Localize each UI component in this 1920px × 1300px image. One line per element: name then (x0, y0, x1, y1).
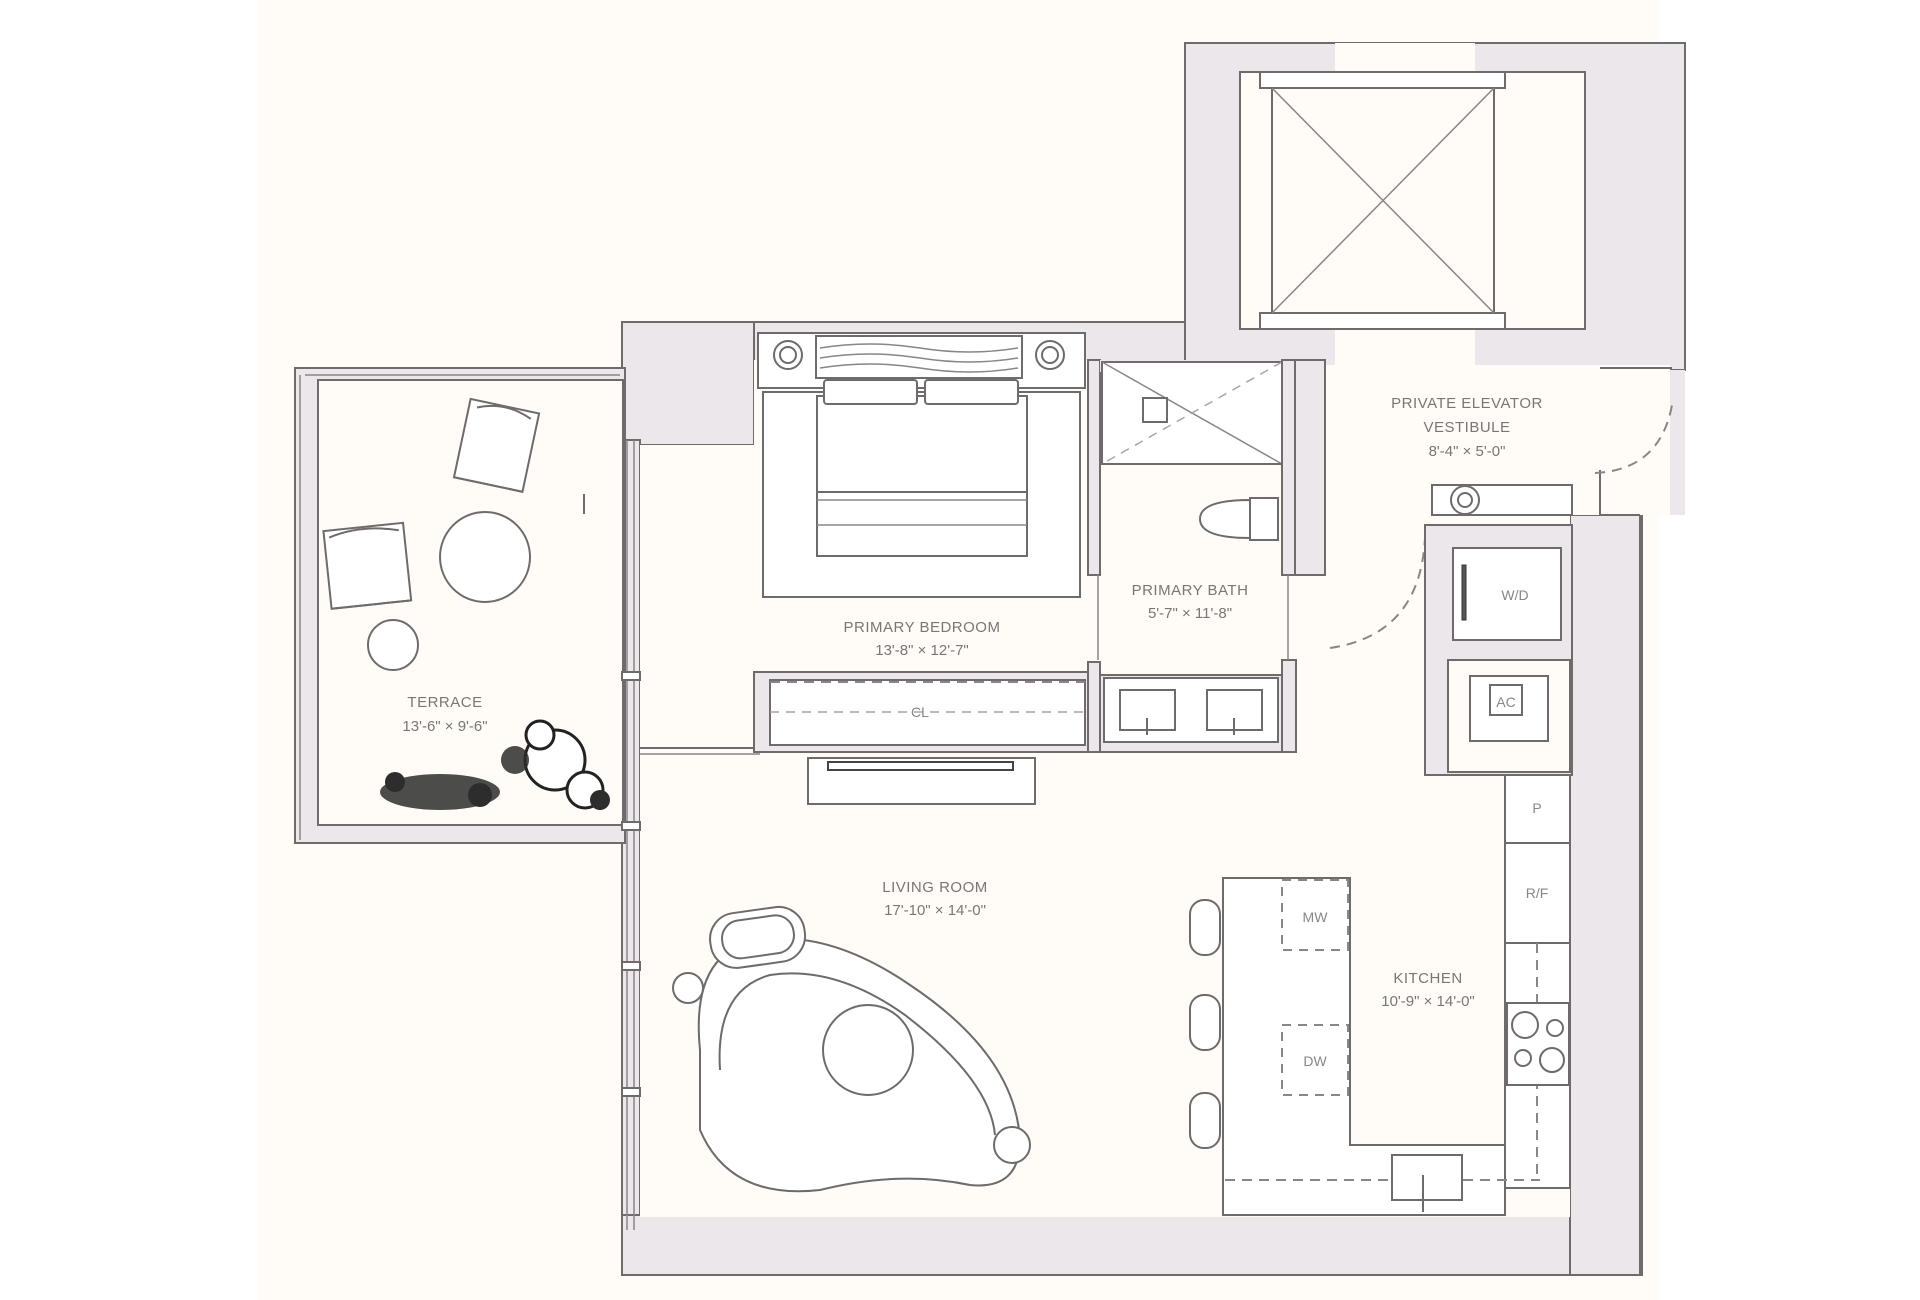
tv-icon (807, 757, 1036, 805)
primary-bath: PRIMARY BATH 5'-7" × 11'-8" (1097, 359, 1297, 753)
primary-bath-label: PRIMARY BATH (1132, 582, 1249, 599)
sofa-icon (672, 905, 1031, 1193)
window-wall (621, 440, 760, 1230)
bed-icon (757, 332, 1086, 598)
living-room: LIVING ROOM 17'-10" × 14'-0" (672, 879, 1031, 1193)
table-icon (367, 619, 419, 671)
terrace-dims: 13'-6" × 9'-6" (402, 718, 487, 735)
primary-bedroom-label: PRIMARY BEDROOM (844, 619, 1001, 636)
toilet-icon (1198, 497, 1279, 541)
terrace-label: TERRACE (407, 694, 482, 711)
vestibule-label-line2: VESTIBULE (1423, 419, 1510, 436)
vestibule-label-line1: PRIVATE ELEVATOR (1391, 395, 1543, 412)
chair-icon (322, 521, 413, 610)
washer-dryer: W/D (1452, 547, 1562, 641)
closet-label: CL (911, 704, 929, 720)
door-swing-icon (1594, 404, 1673, 474)
cooktop-icon (1506, 1002, 1570, 1086)
primary-bedroom: CL PRIMARY BEDROOM 13'-8" × 12'-7" (753, 332, 1101, 805)
shower-icon (1101, 361, 1283, 465)
living-room-label: LIVING ROOM (882, 879, 988, 896)
washer-dryer-label: W/D (1501, 587, 1528, 603)
ac-unit: AC (1447, 659, 1571, 773)
elevator-core (1184, 42, 1686, 371)
microwave-label: MW (1303, 909, 1329, 925)
dishwasher-label: DW (1303, 1053, 1327, 1069)
kitchen-dims: 10'-9" × 14'-0" (1381, 993, 1475, 1010)
primary-bath-dims: 5'-7" × 11'-8" (1148, 605, 1232, 622)
stool-icon (1189, 899, 1221, 1149)
ac-label: AC (1496, 694, 1515, 710)
kitchen-label: KITCHEN (1393, 970, 1462, 987)
elevator-shaft-icon (1259, 71, 1506, 330)
sink-icon (1391, 1154, 1463, 1212)
refrigerator-label: R/F (1526, 885, 1549, 901)
vestibule-dims: 8'-4" × 5'-0" (1429, 443, 1506, 460)
table-icon (822, 1004, 914, 1096)
pantry-label: P (1532, 800, 1541, 816)
primary-bedroom-dims: 13'-8" × 12'-7" (875, 642, 969, 659)
living-room-dims: 17'-10" × 14'-0" (884, 902, 986, 919)
table-icon (439, 511, 531, 603)
sink-icon (1119, 689, 1263, 735)
kitchen: P R/F MW DW KITCHEN 10'-9" × 1 (1189, 774, 1571, 1216)
chair-icon (452, 397, 541, 493)
plant-icon (380, 719, 610, 810)
laundry-closet: W/D AC (1424, 524, 1573, 776)
terrace: TERRACE 13'-6" × 9'-6" (294, 367, 626, 844)
door-swing-icon (1329, 537, 1426, 649)
vestibule: PRIVATE ELEVATOR VESTIBULE 8'-4" × 5'-0" (1294, 359, 1673, 649)
